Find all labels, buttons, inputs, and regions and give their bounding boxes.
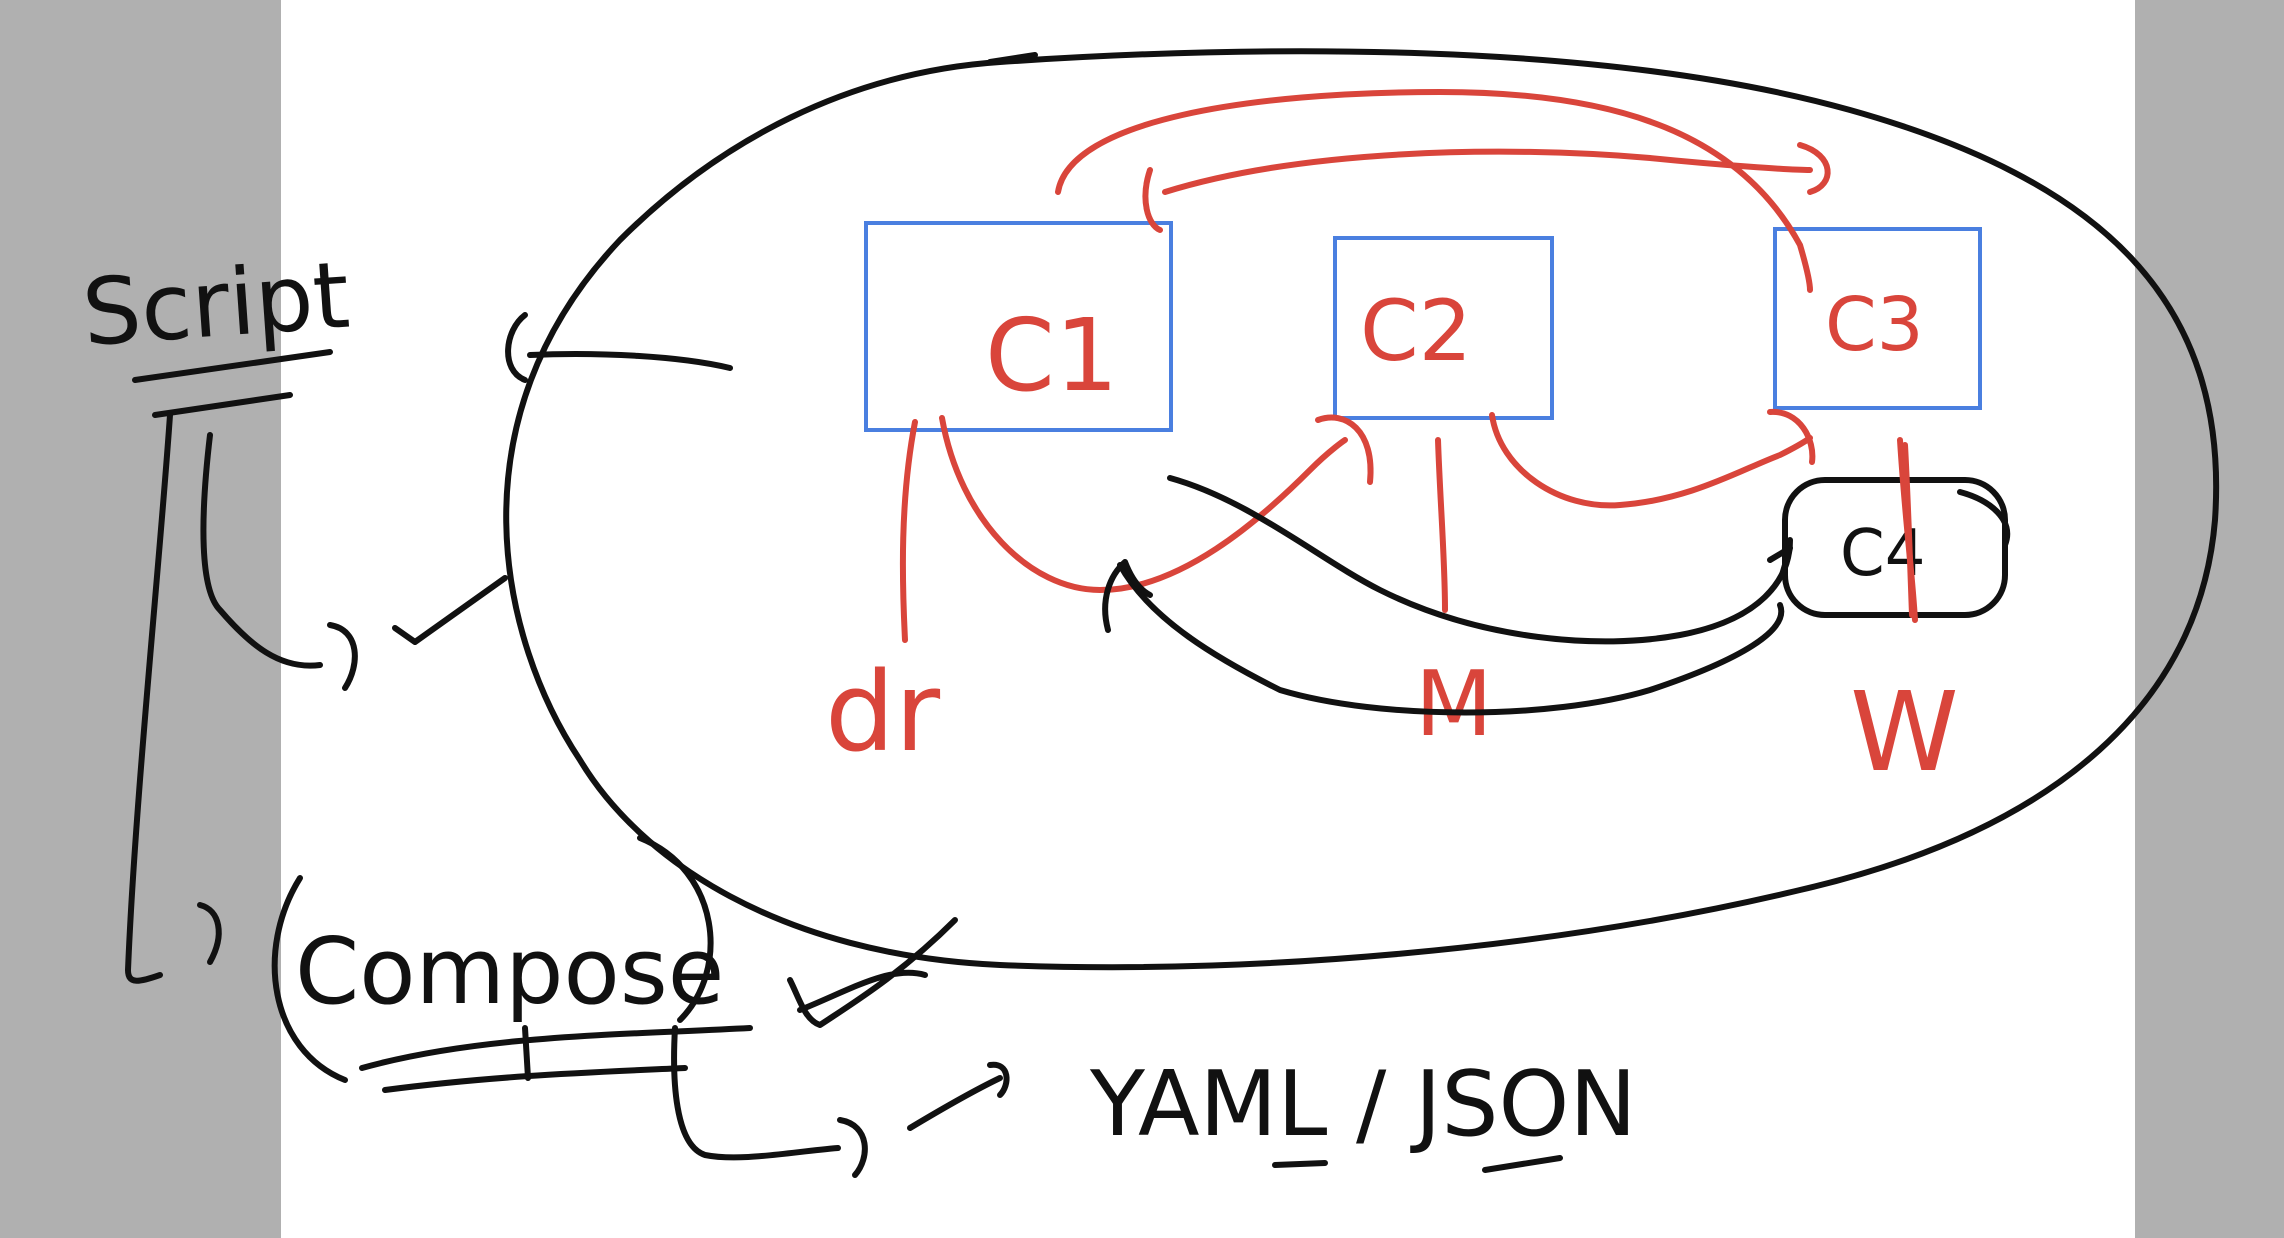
script-branch-curve xyxy=(200,432,323,669)
compose-left-paren xyxy=(271,875,348,1083)
compose-label: Compose xyxy=(295,918,724,1025)
network-dr-line xyxy=(899,419,918,643)
script-arrow-head xyxy=(327,622,358,691)
link-arrow-head xyxy=(1102,559,1153,633)
c4-link-lower xyxy=(1117,562,1785,716)
json-underline xyxy=(1482,1155,1563,1173)
yaml-arrow-line xyxy=(907,1061,1010,1131)
compose-underline-2 xyxy=(382,1065,688,1093)
compose-underline xyxy=(359,1025,753,1071)
compose-check xyxy=(787,917,958,1028)
network-c1-c2-curve xyxy=(939,415,1348,593)
network-arc-end xyxy=(1797,142,1831,195)
w-label: W xyxy=(1850,668,1959,796)
container-c1-box xyxy=(864,221,1173,432)
c4-red-link xyxy=(1902,442,1915,618)
c4-link-upper xyxy=(1167,475,1793,645)
yaml-arrow-head xyxy=(837,1117,868,1178)
script-down-line xyxy=(125,412,173,984)
c4-side-mark xyxy=(1957,489,2011,548)
enter-arrow-head xyxy=(505,312,528,383)
right-margin xyxy=(2135,0,2284,1238)
m-label: M xyxy=(1415,652,1493,757)
compose-underline-tick xyxy=(522,1025,531,1081)
script-underline xyxy=(132,349,333,383)
network-m-line xyxy=(1435,437,1448,613)
compose-arrow-tip xyxy=(197,902,222,965)
blob-overlap-stroke xyxy=(987,52,1038,65)
container-c2-box xyxy=(1333,236,1554,420)
c2-label: C2 xyxy=(1360,282,1472,380)
system-boundary-blob xyxy=(503,48,2220,971)
network-c2-c3-curve xyxy=(1489,412,1813,509)
c1-label: C1 xyxy=(985,297,1118,414)
network-arc-c1-c3 xyxy=(1055,89,1813,293)
dr-label: dr xyxy=(825,648,941,776)
enter-arrow-line xyxy=(527,351,733,371)
network-c2-loop xyxy=(1315,414,1374,485)
compose-branch-curve xyxy=(671,1025,841,1161)
script-label: Script xyxy=(79,242,353,367)
check-mark xyxy=(392,575,508,645)
network-c3-loop xyxy=(1767,408,1816,465)
compose-right-paren xyxy=(637,835,714,1023)
network-arc-inner xyxy=(1142,148,1813,233)
left-margin xyxy=(0,0,281,1238)
script-underline-2 xyxy=(152,392,293,418)
yaml-json-label: YAML / JSON xyxy=(1089,1052,1637,1157)
container-c3-box xyxy=(1773,227,1982,410)
c3-label: C3 xyxy=(1825,282,1924,368)
yaml-underline xyxy=(1272,1160,1328,1168)
c4-arrow-head xyxy=(1767,545,1793,578)
